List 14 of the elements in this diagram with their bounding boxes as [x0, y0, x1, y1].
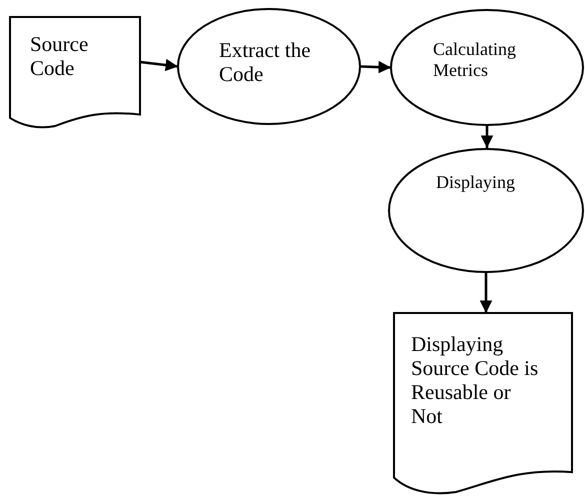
process-ellipse	[390, 9, 584, 126]
process-ellipse	[388, 148, 584, 273]
arrow	[480, 272, 492, 313]
node-label: Displaying	[436, 172, 516, 193]
document-shape	[9, 16, 141, 128]
node-label: Source Code	[30, 32, 90, 80]
arrow	[360, 60, 392, 74]
node-label: Displaying Source Code is Reusable or Not	[411, 332, 540, 429]
arrow	[140, 58, 178, 72]
node-label: Calculating Metrics	[433, 39, 517, 80]
document-shape	[393, 312, 573, 494]
node-label: Extract the Code	[219, 38, 312, 86]
process-ellipse	[177, 8, 361, 125]
arrow	[480, 125, 494, 148]
